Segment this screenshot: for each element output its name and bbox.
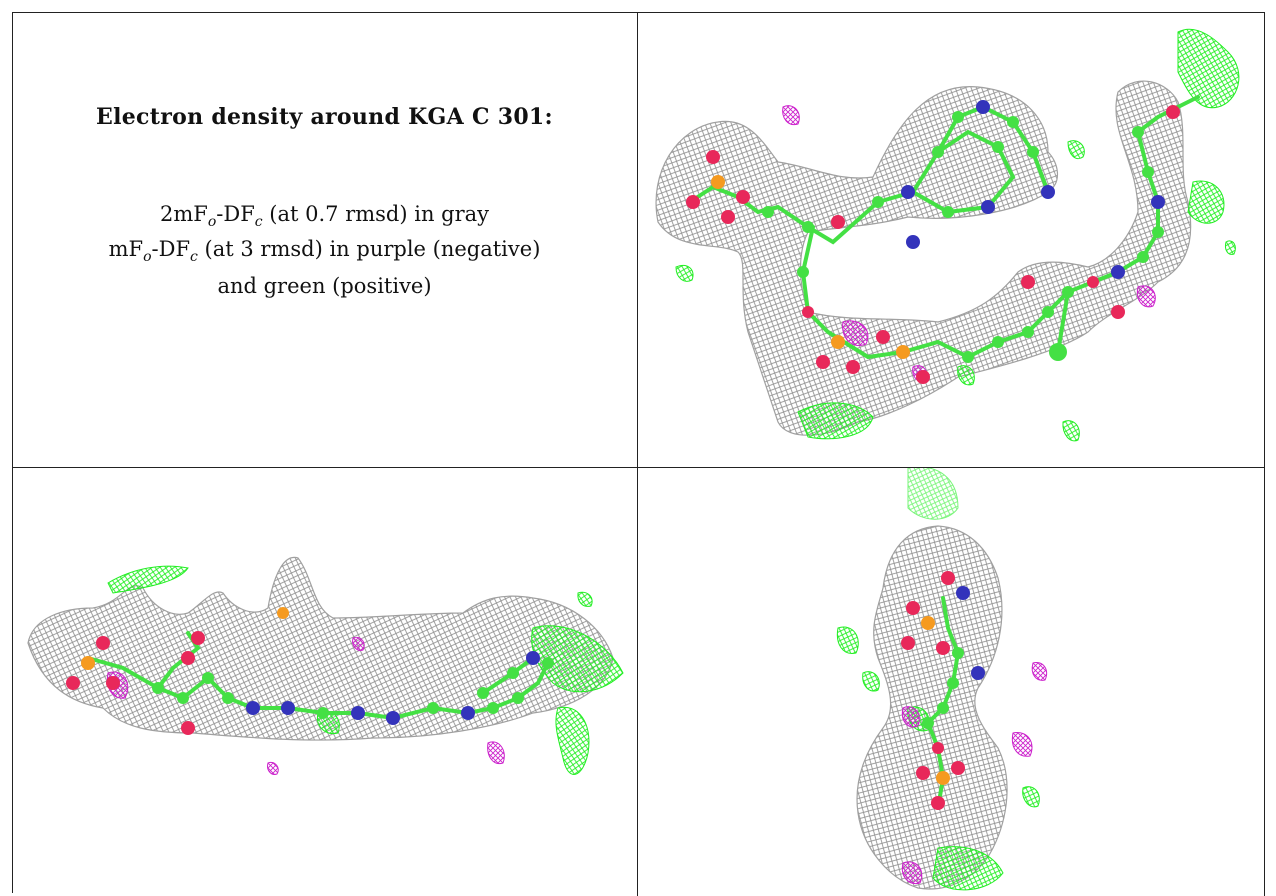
density-panel-end — [638, 468, 1264, 896]
molecule-end-view-icon — [836, 468, 1048, 891]
table-divider-horizontal — [12, 467, 1264, 468]
figure-table — [12, 12, 1265, 893]
molecule-side-view-icon — [27, 556, 624, 775]
caption-line-green: and green (positive) — [217, 274, 432, 298]
caption-title: Electron density around KGA C 301: — [96, 104, 553, 130]
density-panel-front — [638, 12, 1264, 467]
table-border-right — [1264, 12, 1265, 896]
density-panel-side — [13, 468, 637, 896]
molecule-front-view-icon — [655, 28, 1240, 442]
caption-line-fo-fc: mFo-DFc (at 3 rmsd) in purple (negative) — [108, 237, 541, 266]
caption-line-2fo-fc: 2mFo-DFc (at 0.7 rmsd) in gray — [159, 202, 490, 231]
caption-cell: Electron density around KGA C 301: 2mFo-… — [12, 12, 637, 467]
table-divider-vertical — [637, 12, 638, 896]
